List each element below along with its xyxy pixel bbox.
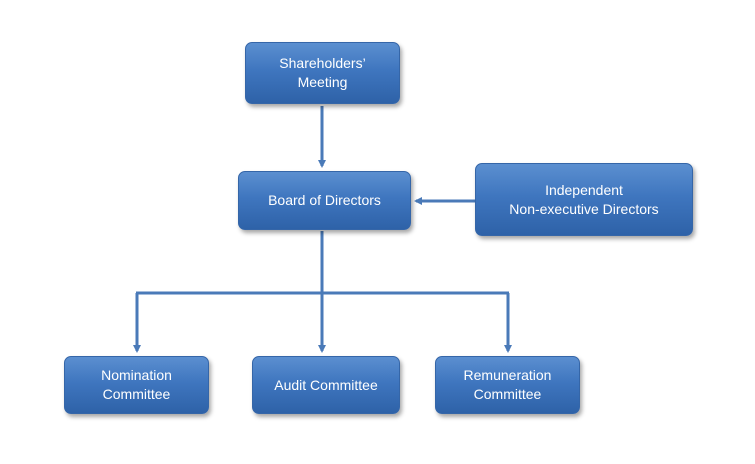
node-shareholders-meeting: Shareholders’ Meeting xyxy=(245,42,400,104)
node-board-label: Board of Directors xyxy=(268,192,381,208)
node-nomination-line1: Nomination xyxy=(101,367,172,383)
node-shareholders-line2: Meeting xyxy=(297,74,348,90)
node-independent-non-executive-directors: Independent Non-executive Directors xyxy=(475,163,693,236)
node-independent-line2: Non-executive Directors xyxy=(509,200,659,217)
node-shareholders-line1: Shareholders’ xyxy=(279,55,366,71)
node-audit-label: Audit Committee xyxy=(274,376,378,393)
node-remuneration-committee: Remuneration Committee xyxy=(435,356,580,414)
node-nomination-line2: Committee xyxy=(102,386,171,402)
node-audit-committee: Audit Committee xyxy=(252,356,400,414)
node-nomination-committee: Nomination Committee xyxy=(64,356,209,414)
node-remuneration-line1: Remuneration xyxy=(463,367,552,383)
node-independent-line1: Independent xyxy=(545,181,623,198)
node-board-of-directors: Board of Directors xyxy=(238,171,411,230)
node-remuneration-line2: Committee xyxy=(473,386,542,402)
